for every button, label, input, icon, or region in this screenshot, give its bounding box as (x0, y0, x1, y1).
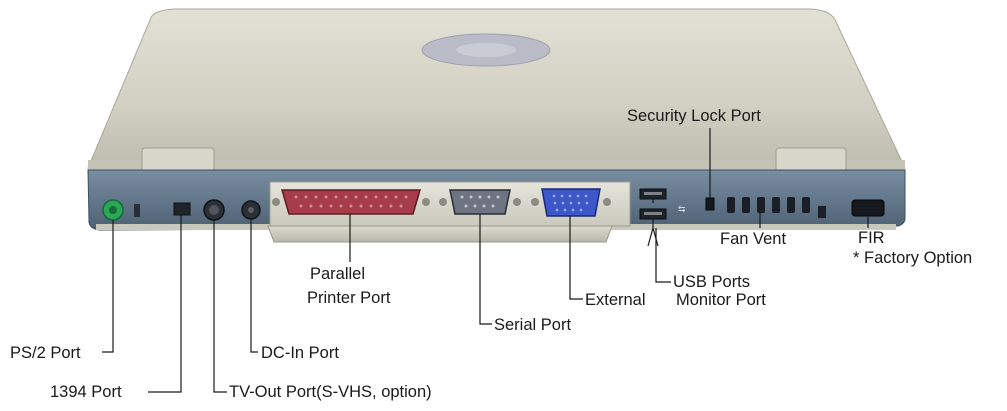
ieee1394-port (173, 202, 191, 216)
laptop-lid (87, 8, 906, 169)
port-cover-tray (267, 225, 613, 243)
fan-vent-slots (727, 197, 810, 213)
label-external: External (585, 291, 646, 309)
label-fir-factory-option: * Factory Option (853, 249, 973, 267)
label-dc-in-port: DC-In Port (261, 344, 339, 362)
label-security-lock-port: Security Lock Port (627, 107, 761, 125)
svg-text:⇆: ⇆ (678, 204, 686, 214)
label-fir: FIR (858, 229, 885, 247)
label-serial-port: Serial Port (494, 316, 572, 334)
security-lock-slot (705, 197, 715, 211)
parallel-port-pins (294, 195, 408, 208)
label-printer-port: Printer Port (307, 289, 391, 307)
label-1394-port: 1394 Port (50, 383, 122, 401)
leader-lines (102, 128, 869, 393)
label-tv-out-port: TV-Out Port(S-VHS, option) (229, 383, 432, 401)
label-fan-vent: Fan Vent (720, 230, 787, 248)
fir-window (851, 199, 885, 217)
label-ps2-port: PS/2 Port (10, 344, 81, 362)
label-usb-ports: USB Ports (673, 273, 751, 291)
label-monitor-port: Monitor Port (676, 291, 766, 309)
label-parallel: Parallel (310, 265, 366, 283)
serial-port (449, 189, 511, 215)
left-lock-slot (134, 204, 140, 217)
parallel-port (281, 189, 421, 215)
